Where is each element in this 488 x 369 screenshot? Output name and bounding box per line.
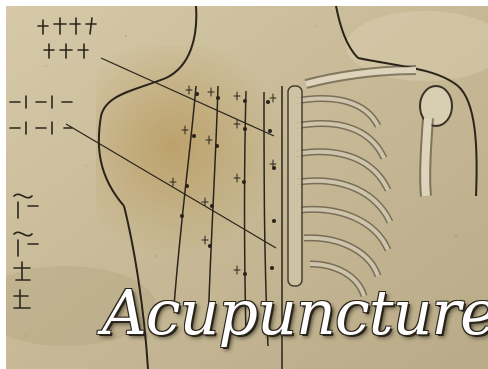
acupuncture-illustration: Acupuncture — [6, 6, 488, 369]
paper-stain — [96, 46, 316, 266]
title-text: Acupuncture — [102, 276, 488, 349]
spine-column — [288, 86, 302, 286]
